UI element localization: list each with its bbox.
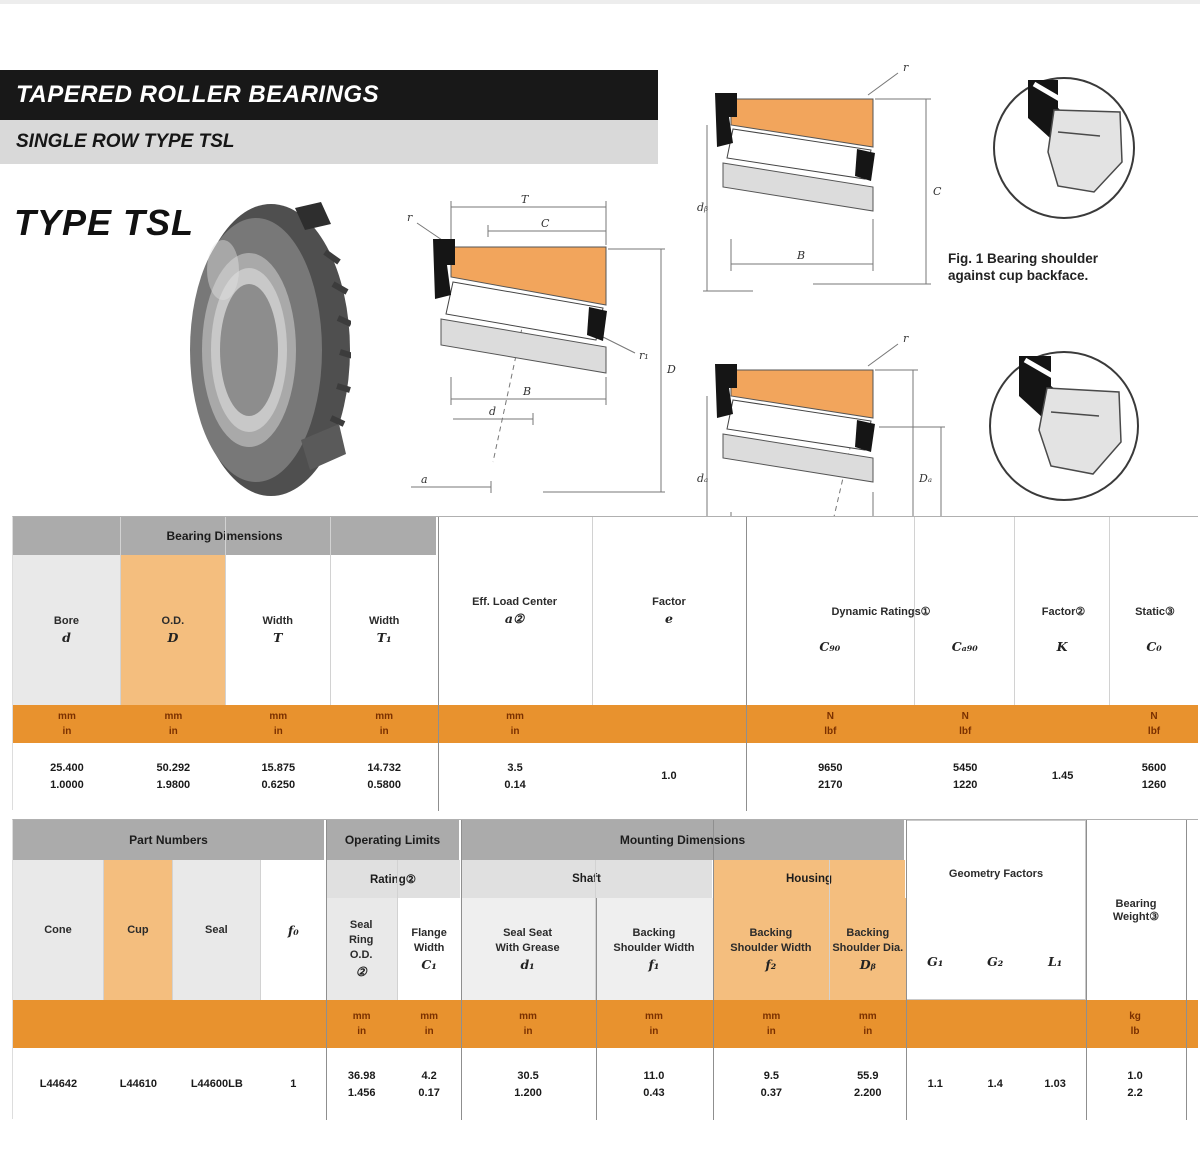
seal-section (715, 364, 737, 418)
t1-group-static: Static③ (1135, 606, 1175, 618)
dim-C: C (541, 217, 550, 230)
t1-col-k-factor: K (1015, 517, 1111, 705)
dim-C: C (933, 185, 942, 198)
fig1-caption: Fig. 1 Bearing shoulder against cup back… (948, 251, 1099, 283)
cone-section (722, 162, 874, 212)
part-numbers-mounting-table: Part Numbers Operating Limits Mounting D… (12, 819, 1198, 1120)
cup-rib (855, 149, 875, 181)
dimensions-ratings-table: Bearing Dimensions Dynamic Ratings① Fact… (12, 516, 1198, 811)
t1-col-ca90: Cₐ₉₀ (915, 517, 1016, 705)
cone-section (722, 433, 874, 483)
seal-section (433, 239, 455, 299)
dim-D: D (666, 363, 676, 376)
shoulder-detail (1047, 109, 1123, 193)
dim-db: dᵦ (697, 201, 708, 214)
dim-r1: r₁ (639, 349, 649, 362)
t2-band-operating-limits: Operating Limits (326, 820, 461, 860)
t2-col-cup: Cup (104, 860, 173, 1000)
page-subtitle: SINGLE ROW TYPE TSL (16, 131, 235, 152)
page-title: TAPERED ROLLER BEARINGS (16, 81, 380, 108)
cone-section (440, 318, 607, 374)
fig2-detail-circle (989, 351, 1139, 501)
t1-col-c0: C₀ (1146, 639, 1162, 654)
dim-B: B (522, 385, 531, 398)
dim-da: dₐ (697, 472, 708, 485)
dim-T: T (521, 193, 530, 206)
t2-subband-rating: Rating② (326, 860, 461, 898)
page-subtitle-band: SINGLE ROW TYPE TSL (0, 120, 658, 164)
t1-group-factor: Factor② (1041, 606, 1086, 618)
dim-B: B (796, 249, 805, 262)
fig1-drawing: r C B dᵦ (697, 61, 942, 292)
seal-section (715, 93, 737, 147)
t2-band-mounting-dimensions: Mounting Dimensions (461, 820, 906, 860)
cone-flange (301, 424, 346, 470)
bearing-photo (190, 202, 351, 496)
od-column-highlight (121, 555, 226, 705)
dim-r: r (407, 211, 413, 224)
fig1-detail-circle (993, 77, 1135, 219)
type-tsl-label: TYPE TSL (14, 202, 195, 243)
main-cross-section-diagram: T C B D d a r r₁ (407, 193, 676, 493)
t2-subband-shaft: Shaft (461, 860, 713, 898)
cup-rib (587, 307, 607, 341)
t2-band-part-numbers: Part Numbers (13, 820, 326, 860)
t2-col-g1: G₁ (927, 954, 944, 969)
t2-col-g2: G₂ (987, 954, 1004, 969)
cup-section (450, 246, 607, 306)
t2-col-seal: Seal (173, 860, 261, 1000)
dim-Da: Dₐ (918, 472, 932, 485)
t1-group-dynamic: Dynamic Ratings① (831, 606, 931, 618)
dim-r: r (903, 332, 909, 345)
dim-a: a (421, 473, 428, 486)
roller-section (445, 281, 604, 341)
cage-tab (295, 202, 331, 230)
page-title-band: TAPERED ROLLER BEARINGS (0, 70, 658, 120)
t2-col-l1: L₁ (1048, 954, 1063, 969)
t2-subband-housing: Housing (713, 860, 906, 898)
housing-columns-highlight (713, 898, 906, 1000)
t2-col-f0: f₀ (287, 922, 299, 938)
cup-column-highlight (104, 860, 173, 1000)
t1-col-c90: C₉₀ (745, 517, 916, 705)
t2-group-bearing-weight: Bearing Weight③ (1112, 898, 1160, 923)
cup-rib (855, 420, 875, 452)
t2-col-weight (1085, 860, 1185, 1000)
dim-r: r (903, 61, 909, 74)
t2-col-cone: Cone (13, 860, 104, 1000)
t1-col-od: O.D.D (121, 517, 226, 705)
t2-group-geometry-factors: Geometry Factors (948, 868, 1044, 880)
shoulder-detail (1038, 387, 1122, 475)
dim-d: d (489, 405, 496, 418)
